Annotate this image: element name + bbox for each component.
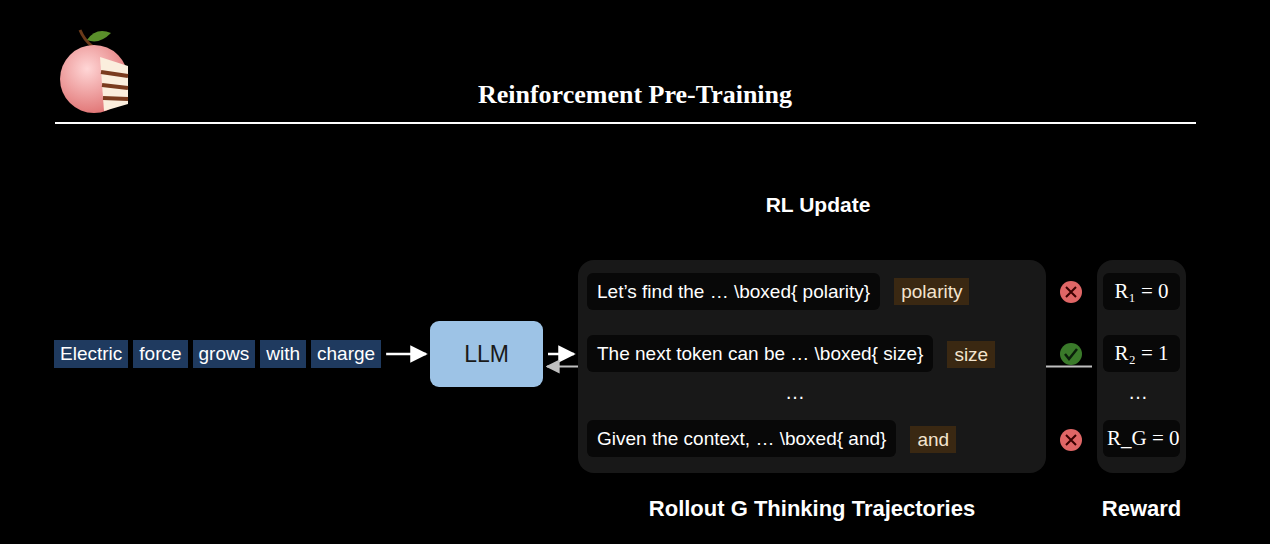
node-text: and — [910, 426, 956, 453]
check-icon — [1060, 343, 1082, 365]
trajectory-box: Given the context, … \boxed{ and} — [587, 420, 896, 457]
connector-arrow — [548, 353, 574, 356]
node-text: R₁ = 0 — [1103, 273, 1180, 310]
reward-panel: RewardR₁ = 0R₂ = 1R_G = 0 — [1097, 260, 1186, 473]
token-box: with — [260, 340, 306, 368]
node-text: R₂ = 1 — [1103, 335, 1180, 372]
answer-box: size — [947, 341, 995, 368]
ellipsis-label: … — [785, 381, 805, 404]
reward-box: R₁ = 0 — [1103, 273, 1180, 310]
node-text: The next token can be … \boxed{ size} — [587, 335, 933, 372]
node-text: force — [133, 340, 187, 368]
model-box: LLM — [430, 321, 543, 387]
reward-box: R_G = 0 — [1103, 420, 1180, 457]
node-text: Let’s find the … \boxed{ polarity} — [587, 273, 880, 310]
ellipsis-label: … — [1128, 381, 1148, 404]
node-text: with — [260, 340, 306, 368]
rollout-panel: Rollout G Thinking TrajectoriesLet’s fin… — [578, 260, 1046, 473]
reward-box: R₂ = 1 — [1103, 335, 1180, 372]
panel-heading: Rollout G Thinking Trajectories — [649, 496, 975, 522]
trajectory-box: The next token can be … \boxed{ size} — [587, 335, 933, 372]
title-rule — [55, 122, 1196, 124]
node-text: grows — [193, 340, 256, 368]
panel-heading: Reward — [1102, 496, 1181, 522]
token-box: charge — [311, 340, 381, 368]
node-text: LLM — [464, 341, 509, 368]
cherry-cake-icon — [60, 30, 128, 113]
token-box: grows — [193, 340, 256, 368]
token-box: force — [133, 340, 187, 368]
node-text: Given the context, … \boxed{ and} — [587, 420, 896, 457]
node-text: R_G = 0 — [1103, 420, 1180, 457]
connector-arrow — [386, 353, 426, 356]
cross-icon — [1060, 429, 1082, 451]
answer-box: polarity — [894, 278, 969, 305]
token-box: Electric — [54, 340, 128, 368]
node-text: polarity — [894, 278, 969, 305]
node-text: Electric — [54, 340, 128, 368]
cross-icon — [1060, 281, 1082, 303]
diagram-title: Reinforcement Pre-Training — [0, 80, 1270, 110]
trajectory-box: Let’s find the … \boxed{ polarity} — [587, 273, 880, 310]
node-text: size — [947, 341, 995, 368]
edge-label: RL Update — [762, 193, 875, 217]
node-text: charge — [311, 340, 381, 368]
answer-box: and — [910, 426, 956, 453]
